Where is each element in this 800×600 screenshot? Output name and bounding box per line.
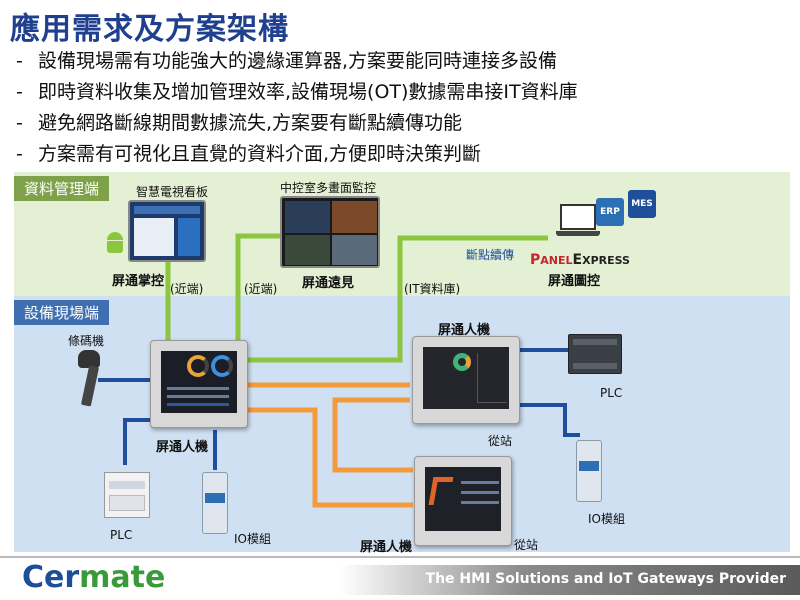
hmi-bottom-label: 屏通人機 [360,540,413,555]
remote-view-label: 屏通遠見 [302,276,355,291]
footer-tagline: The HMI Solutions and IoT Gateways Provi… [425,571,786,587]
gauge-icon [211,355,233,377]
page-title: 應用需求及方案架構 [10,12,289,47]
android-icon [106,232,124,256]
tv-chart [178,218,200,256]
control-room-monitor [280,196,380,268]
hmi-top-label: 屏通人機 [438,323,491,338]
near-end-label-2: (近端) [244,282,278,296]
resume-transfer-label: 斷點續傳 [466,248,515,262]
control-room-label: 中控室多畫面監控 [280,181,377,195]
smart-tv-label: 智慧電視看板 [136,185,209,199]
bullet-marker: - [16,112,23,134]
panel-express-anel: ANEL [540,254,573,267]
smart-tv-board [128,200,206,262]
bullet-item: -即時資料收集及增加管理效率,設備現場(OT)數據需串接IT資料庫 [16,77,578,108]
io-left-label: IO模組 [234,532,271,546]
main-hmi [150,340,248,428]
robot-arm-icon [428,477,454,505]
footer-gradient [340,565,800,595]
bullet-marker: - [16,143,23,165]
bullet-text: 方案需有可視化且直覺的資料介面,方便即時決策判斷 [38,143,482,165]
pie-icon [453,353,471,371]
laptop-icon [556,204,600,240]
mobile-control-label: 屏通掌控 [112,274,165,289]
hmi-slave-top-screen [423,347,509,409]
panel-express-logo: PANELEXPRESS [530,252,630,268]
link-hmi-to-slave-bottom [238,407,413,508]
panel-express-e: E [572,252,583,268]
slave-bottom-label: 從站 [514,538,539,552]
hmi-slave-top [412,336,520,424]
main-hmi-screen [161,351,237,413]
gauge-icon [187,355,209,377]
bullet-item: -方案需有可視化且直覺的資料介面,方便即時決策判斷 [16,139,578,170]
requirement-list: -設備現場需有功能強大的邊緣運算器,方案要能同時連接多設備 -即時資料收集及增加… [16,46,578,170]
slave-top-label: 從站 [488,434,513,448]
bullet-marker: - [16,81,23,103]
plc-left-label: PLC [110,528,133,542]
cermate-logo: Cermate [22,560,165,595]
barcode-label: 條碼機 [68,334,105,348]
plc-right-device [568,334,622,374]
panel-express-p: P [530,252,541,268]
barcode-scanner-icon [76,350,102,407]
hmi-slave-bottom [414,456,512,546]
tv-table [134,218,174,256]
link-hmi-to-it [248,235,548,363]
link-io-right [520,403,580,437]
panel-monitor-label: 屏通圖控 [548,274,601,289]
bullet-item: -避免網路斷線期間數據流失,方案要有斷點續傳功能 [16,108,578,139]
brand-mate: mate [79,560,166,595]
brand-cer: Cer [22,560,80,595]
link-slave-top-to-bottom [332,397,413,473]
hmi-slave-bottom-screen [425,467,501,531]
bullet-text: 避免網路斷線期間數據流失,方案要有斷點續傳功能 [38,112,463,134]
io-right-label: IO模組 [588,512,625,526]
mes-icon: MES [628,190,656,218]
tv-header-bar [134,206,200,214]
main-hmi-label: 屏通人機 [156,440,209,455]
io-module-right-device [576,440,602,502]
plc-left-device [104,472,150,518]
field-zone-label: 設備現場端 [14,300,110,325]
panel-express-xpress: XPRESS [582,254,630,267]
bullet-text: 設備現場需有功能強大的邊緣運算器,方案要能同時連接多設備 [38,50,558,72]
link-plc-left [123,418,150,465]
bullet-marker: - [16,50,23,72]
bullet-text: 即時資料收集及增加管理效率,設備現場(OT)數據需串接IT資料庫 [38,81,578,103]
plc-right-label: PLC [600,386,623,400]
it-database-label: (IT資料庫) [404,282,461,296]
io-module-left-device [202,472,228,534]
bullet-item: -設備現場需有功能強大的邊緣運算器,方案要能同時連接多設備 [16,46,578,77]
mgmt-zone-label: 資料管理端 [14,176,110,201]
link-remote-to-hmi [235,233,282,345]
near-end-label-1: (近端) [170,282,204,296]
erp-icon: ERP [596,198,624,226]
